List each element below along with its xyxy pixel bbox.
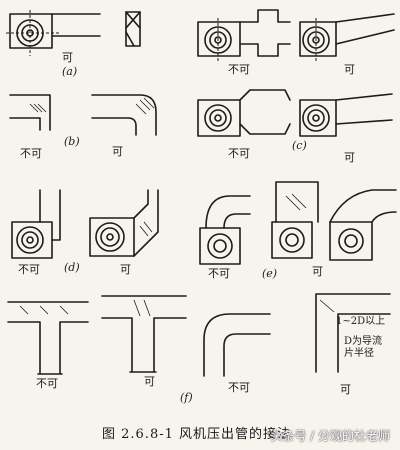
label-c: (c): [292, 139, 307, 152]
note-line2: 片半径: [344, 348, 374, 359]
label-ok: 可: [312, 265, 323, 278]
elbow-sharp-no-b: [9, 94, 51, 131]
label-ok: 可: [344, 63, 355, 76]
label-a: (a): [62, 65, 78, 78]
note-line1: D为导流: [344, 336, 383, 347]
fan-elbow-e2: [271, 181, 319, 259]
label-ok: 可: [62, 51, 73, 64]
label-ok: 可: [344, 151, 355, 164]
fan-straight-duct-a: [6, 10, 101, 56]
elbow-guided-ok-b: [91, 94, 157, 136]
label-ok: 可: [120, 263, 131, 276]
label-f: (f): [180, 391, 193, 404]
label-d: (d): [64, 261, 80, 274]
figure-caption: 图 2.6.8-1 风机压出管的接法: [102, 427, 292, 442]
damper-section-a: [125, 11, 141, 47]
label-not-ok: 不可: [18, 263, 40, 276]
fan-bulge-no-c: [197, 89, 291, 137]
fan-vertical-ok-d: [89, 189, 159, 257]
label-ok: 可: [144, 375, 155, 388]
tee-guided-ok-f: [101, 295, 187, 373]
label-e: (e): [262, 267, 278, 280]
label-not-ok: 不可: [228, 63, 250, 76]
fan-elbow-e3: [329, 189, 397, 261]
fan-tapered-ok-c: [299, 93, 393, 137]
label-not-ok: 不可: [208, 267, 230, 280]
distance-annotation: 1~2D以上: [336, 316, 386, 327]
label-b: (b): [64, 135, 80, 148]
fan-tapered-ok: [299, 13, 395, 62]
fan-elbow-e1: [199, 195, 251, 265]
fan-vertical-no-d: [11, 189, 61, 259]
label-not-ok: 不可: [20, 147, 42, 160]
label-ok: 可: [340, 383, 351, 396]
fan-expansion-no: [197, 9, 291, 62]
elbow-no-f: [203, 313, 271, 377]
label-not-ok: 不可: [36, 377, 58, 390]
label-ok: 可: [112, 145, 123, 158]
label-not-ok: 不可: [228, 147, 250, 160]
tee-no-f: [7, 301, 89, 375]
tee-vane-ok-f: [315, 293, 391, 373]
watermark: 头条号 / 分观的杜老师: [270, 429, 390, 443]
label-not-ok: 不可: [228, 381, 250, 394]
